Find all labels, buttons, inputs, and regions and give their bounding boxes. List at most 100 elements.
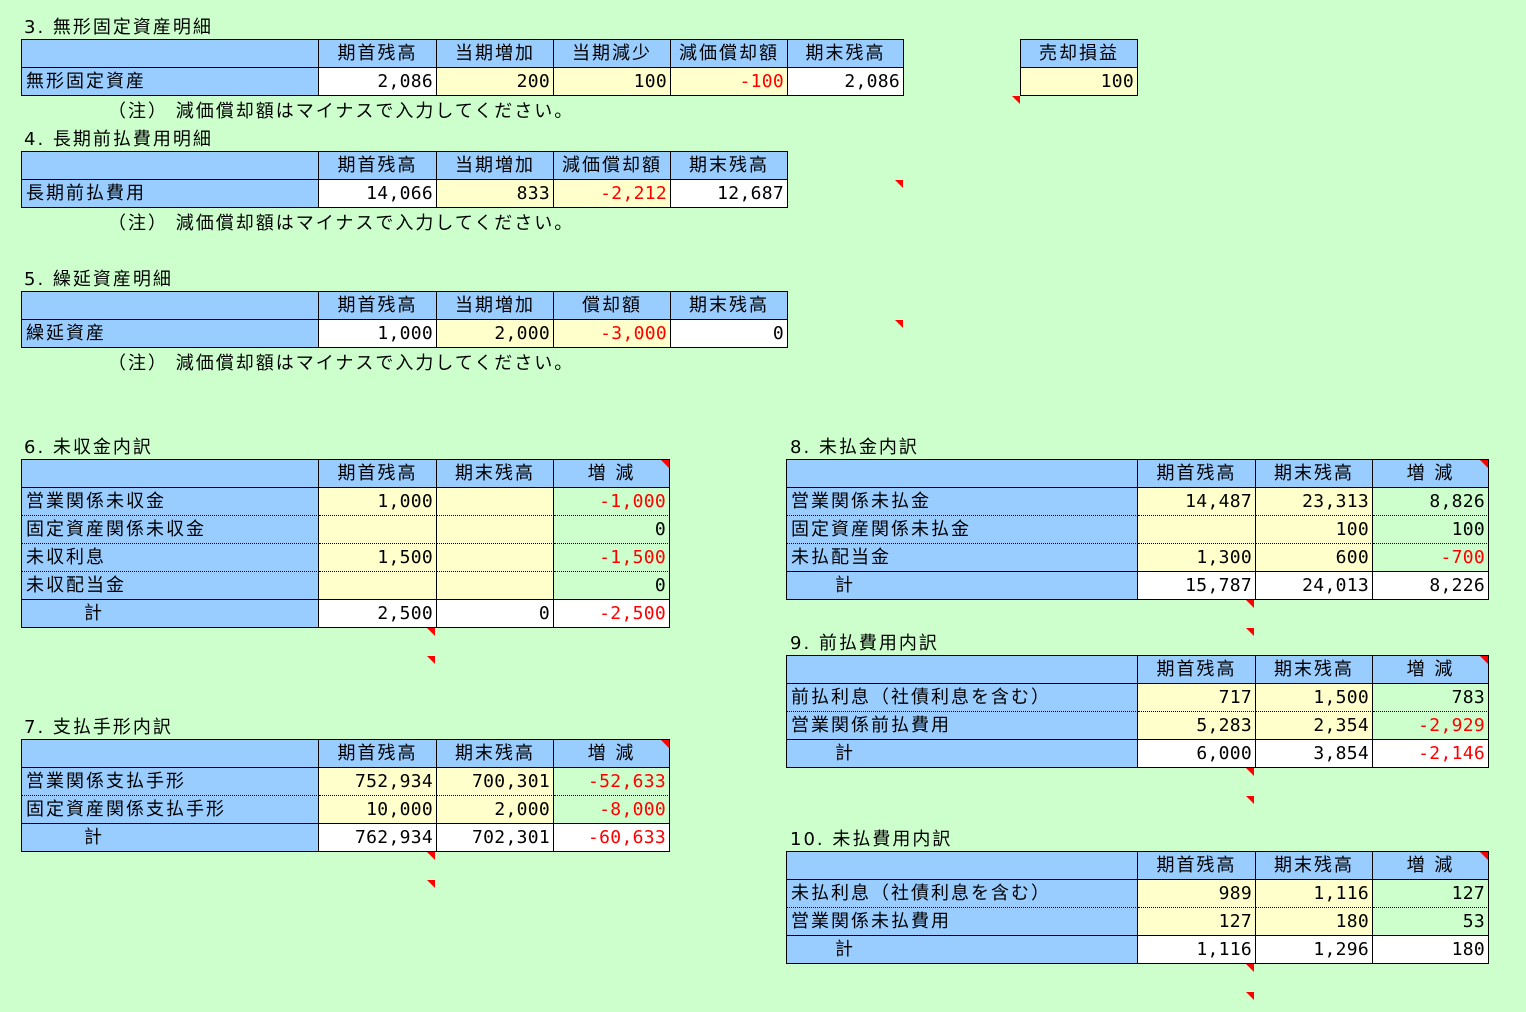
intangible-ending-balance-cell[interactable]: 2,086 (788, 68, 904, 96)
comment-indicator[interactable] (1480, 656, 1488, 664)
beginning-balance-cell[interactable] (319, 516, 437, 544)
beginning-balance-cell[interactable]: 127 (1138, 908, 1256, 936)
ending-balance-cell[interactable]: 100 (1256, 516, 1373, 544)
comment-indicator[interactable] (1480, 852, 1488, 860)
total-beginning-balance-cell[interactable]: 1,116 (1138, 936, 1256, 964)
intangible-depreciation-cell[interactable]: -100 (671, 68, 788, 96)
beginning-balance-cell[interactable]: 5,283 (1138, 712, 1256, 740)
total-label: 計 (787, 936, 1138, 964)
intangible-decrease-cell[interactable]: 100 (554, 68, 671, 96)
total-beginning-balance-cell[interactable]: 762,934 (319, 824, 437, 852)
intangible-depreciation-note: （注） 減価償却額はマイナスで入力してください。 (108, 101, 575, 122)
beginning-balance-cell[interactable]: 717 (1138, 684, 1256, 712)
payables-header-corner (787, 460, 1138, 488)
comment-indicator[interactable] (427, 880, 435, 888)
change-cell[interactable]: 100 (1373, 516, 1489, 544)
ending-balance-cell[interactable] (437, 488, 554, 516)
beginning-balance-cell[interactable]: 14,487 (1138, 488, 1256, 516)
lt-prepaid-increase-cell[interactable]: 833 (437, 180, 554, 208)
total-ending-balance-cell[interactable]: 24,013 (1256, 572, 1373, 600)
change-cell[interactable]: -2,929 (1373, 712, 1489, 740)
deferred-amortization-cell[interactable]: -3,000 (554, 320, 671, 348)
ending-balance-cell[interactable]: 1,500 (1256, 684, 1373, 712)
change-cell[interactable]: -8,000 (554, 796, 670, 824)
ending-balance-cell[interactable]: 600 (1256, 544, 1373, 572)
beginning-balance-cell[interactable]: 989 (1138, 880, 1256, 908)
ending-balance-cell[interactable]: 2,000 (437, 796, 554, 824)
comment-indicator[interactable] (895, 180, 903, 188)
total-label: 計 (787, 572, 1138, 600)
comment-indicator[interactable] (427, 852, 435, 860)
total-ending-balance-cell[interactable]: 3,854 (1256, 740, 1373, 768)
comment-indicator[interactable] (1012, 96, 1020, 104)
intangible-assets-table: 期首残高 当期増加 当期減少 減価償却額 期末残高 無形固定資産 2,086 2… (21, 39, 904, 96)
notes-payable-header-change: 増 減 (554, 740, 670, 768)
total-ending-balance-cell[interactable]: 0 (437, 600, 554, 628)
deferred-beginning-balance-cell[interactable]: 1,000 (319, 320, 437, 348)
deferred-ending-balance-cell[interactable]: 0 (671, 320, 788, 348)
ending-balance-cell[interactable] (437, 516, 554, 544)
beginning-balance-cell[interactable]: 10,000 (319, 796, 437, 824)
total-beginning-balance-cell[interactable]: 6,000 (1138, 740, 1256, 768)
beginning-balance-cell[interactable]: 1,000 (319, 488, 437, 516)
change-cell[interactable]: 783 (1373, 684, 1489, 712)
comment-indicator[interactable] (427, 628, 435, 636)
ending-balance-cell[interactable]: 180 (1256, 908, 1373, 936)
total-ending-balance-cell[interactable]: 702,301 (437, 824, 554, 852)
total-change-cell[interactable]: -2,500 (554, 600, 670, 628)
comment-indicator[interactable] (1480, 460, 1488, 468)
accrued-header-ending-balance: 期末残高 (1256, 852, 1373, 880)
total-beginning-balance-cell[interactable]: 15,787 (1138, 572, 1256, 600)
change-cell[interactable]: 8,826 (1373, 488, 1489, 516)
row-label: 未収配当金 (22, 572, 319, 600)
beginning-balance-cell[interactable] (1138, 516, 1256, 544)
change-cell[interactable]: -1,000 (554, 488, 670, 516)
change-cell[interactable]: 53 (1373, 908, 1489, 936)
total-change-cell[interactable]: 8,226 (1373, 572, 1489, 600)
change-cell[interactable]: -1,500 (554, 544, 670, 572)
lt-prepaid-beginning-balance-cell[interactable]: 14,066 (319, 180, 437, 208)
beginning-balance-cell[interactable] (319, 572, 437, 600)
total-change-cell[interactable]: 180 (1373, 936, 1489, 964)
intangible-beginning-balance-cell[interactable]: 2,086 (319, 68, 437, 96)
deferred-increase-cell[interactable]: 2,000 (437, 320, 554, 348)
change-cell[interactable]: 0 (554, 572, 670, 600)
comment-indicator[interactable] (1246, 600, 1254, 608)
total-change-cell[interactable]: -2,146 (1373, 740, 1489, 768)
ending-balance-cell[interactable] (437, 544, 554, 572)
comment-indicator[interactable] (427, 656, 435, 664)
comment-indicator[interactable] (1246, 628, 1254, 636)
lt-prepaid-depreciation-cell[interactable]: -2,212 (554, 180, 671, 208)
ending-balance-cell[interactable]: 23,313 (1256, 488, 1373, 516)
comment-indicator[interactable] (1246, 768, 1254, 776)
deferred-header-ending-balance: 期末残高 (671, 292, 788, 320)
comment-indicator[interactable] (661, 460, 669, 468)
beginning-balance-cell[interactable]: 752,934 (319, 768, 437, 796)
change-cell[interactable]: -700 (1373, 544, 1489, 572)
ending-balance-cell[interactable]: 1,116 (1256, 880, 1373, 908)
total-change-cell[interactable]: -60,633 (554, 824, 670, 852)
change-cell[interactable]: 127 (1373, 880, 1489, 908)
ending-balance-cell[interactable]: 2,354 (1256, 712, 1373, 740)
comment-indicator[interactable] (1246, 796, 1254, 804)
intangible-assets-title: 3. 無形固定資産明細 (24, 17, 213, 38)
total-beginning-balance-cell[interactable]: 2,500 (319, 600, 437, 628)
gain-loss-on-sale-table: 売却損益 100 (1020, 39, 1138, 96)
receivables-header-corner (22, 460, 319, 488)
change-cell[interactable]: -52,633 (554, 768, 670, 796)
total-ending-balance-cell[interactable]: 1,296 (1256, 936, 1373, 964)
gain-loss-on-sale-cell[interactable]: 100 (1021, 68, 1138, 96)
deferred-assets-label: 繰延資産 (22, 320, 319, 348)
beginning-balance-cell[interactable]: 1,300 (1138, 544, 1256, 572)
comment-indicator[interactable] (895, 320, 903, 328)
comment-indicator[interactable] (661, 740, 669, 748)
beginning-balance-cell[interactable]: 1,500 (319, 544, 437, 572)
intangible-increase-cell[interactable]: 200 (437, 68, 554, 96)
lt-prepaid-ending-balance-cell[interactable]: 12,687 (671, 180, 788, 208)
ending-balance-cell[interactable] (437, 572, 554, 600)
comment-indicator[interactable] (1246, 992, 1254, 1000)
ending-balance-cell[interactable]: 700,301 (437, 768, 554, 796)
comment-indicator[interactable] (1246, 964, 1254, 972)
change-cell[interactable]: 0 (554, 516, 670, 544)
receivables-header-beginning-balance: 期首残高 (319, 460, 437, 488)
